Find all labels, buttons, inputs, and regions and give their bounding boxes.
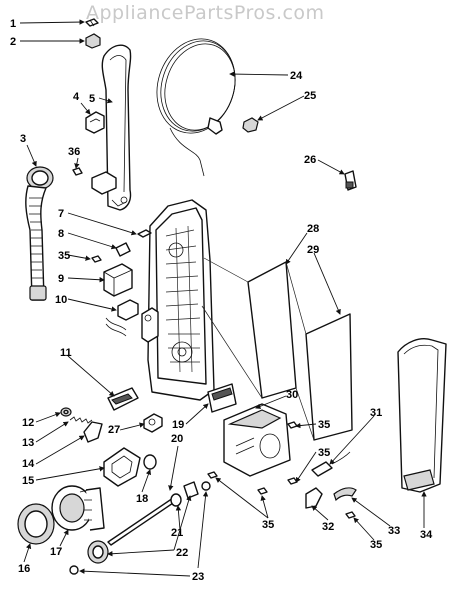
callout-8: 8 [58, 228, 64, 240]
part-4-bracket [85, 111, 105, 134]
part-36-screw [72, 167, 117, 195]
part-2-nut [85, 33, 101, 49]
callout-18: 18 [136, 493, 148, 505]
assembly-guide-lines [201, 257, 315, 441]
callout-21: 21 [171, 527, 183, 539]
callout-16: 16 [18, 563, 30, 575]
part-11-plate [107, 387, 139, 411]
callout-17: 17 [50, 546, 62, 558]
part-16-filter-ring [17, 503, 55, 545]
part-29-bag-panel [305, 313, 353, 441]
part-7-latch [137, 229, 152, 238]
part-23-clip [69, 481, 211, 575]
callout-12: 12 [22, 417, 34, 429]
callout-28: 28 [307, 223, 319, 235]
callout-24: 24 [290, 70, 303, 82]
callout-14: 14 [22, 458, 35, 470]
part-1-screw [85, 18, 99, 27]
main-body-housing [141, 199, 215, 401]
callout-11: 11 [60, 347, 72, 359]
part-33-lens-clip [333, 487, 357, 502]
callout-35-c: 35 [318, 447, 330, 459]
callout-5: 5 [89, 93, 95, 105]
callout-35-b: 35 [318, 419, 330, 431]
callout-35: 35 [58, 250, 70, 262]
part-28-dust-bag [247, 261, 297, 399]
part-18-ring [143, 454, 157, 470]
callout-25: 25 [304, 90, 316, 102]
part-25-strain-relief [242, 117, 259, 133]
part-3-hose [25, 166, 54, 301]
part-15-fan-housing [103, 447, 141, 487]
part-12-washer [60, 407, 72, 417]
callout-2: 2 [10, 36, 16, 48]
part-24-power-cord [156, 38, 236, 177]
callout-labels: 1 2 3 4 5 7 8 9 10 11 12 13 14 15 16 17 … [10, 18, 433, 583]
part-21-washer [170, 493, 182, 507]
callout-4: 4 [73, 91, 80, 103]
callout-7: 7 [58, 208, 64, 220]
watermark: AppliancePartsPros.com [86, 2, 325, 24]
part-30-bag-door [223, 403, 291, 477]
callout-35-e: 35 [370, 539, 382, 551]
callout-1: 1 [10, 18, 16, 30]
callout-19: 19 [172, 419, 184, 431]
part-34-front-cover [397, 338, 447, 493]
part-32-bulb [305, 487, 323, 509]
callout-23: 23 [192, 571, 204, 583]
callout-26: 26 [304, 154, 316, 166]
part-26-clip [344, 170, 357, 191]
part-13-spring [69, 416, 93, 424]
part-17-motor [51, 485, 105, 531]
part-22-wheel [87, 481, 199, 564]
callout-33: 33 [388, 525, 400, 537]
callout-9: 9 [58, 273, 64, 285]
callout-34: 34 [420, 529, 433, 541]
callout-20: 20 [171, 433, 183, 445]
callout-3: 3 [20, 133, 26, 145]
callout-10: 10 [55, 294, 67, 306]
part-8-clip [115, 242, 131, 257]
callout-35-d: 35 [262, 519, 274, 531]
part-10-wire-harness [105, 299, 139, 337]
callout-36: 36 [68, 146, 80, 158]
part-5-handle [101, 44, 132, 211]
part-27-knob [143, 413, 163, 433]
part-14-pedal [83, 421, 103, 443]
part-19-circuit-board [207, 383, 237, 413]
leader-lines-lower [23, 422, 427, 577]
leader-lines [19, 19, 375, 491]
callout-15: 15 [22, 475, 34, 487]
callout-27: 27 [108, 424, 120, 436]
callout-13: 13 [22, 437, 34, 449]
callout-29: 29 [307, 244, 319, 256]
callout-22: 22 [176, 547, 188, 559]
part-35-screw-upper [91, 255, 102, 263]
callout-31: 31 [370, 407, 382, 419]
callout-30: 30 [286, 389, 298, 401]
callout-32: 32 [322, 521, 334, 533]
part-9-switch [103, 263, 133, 297]
